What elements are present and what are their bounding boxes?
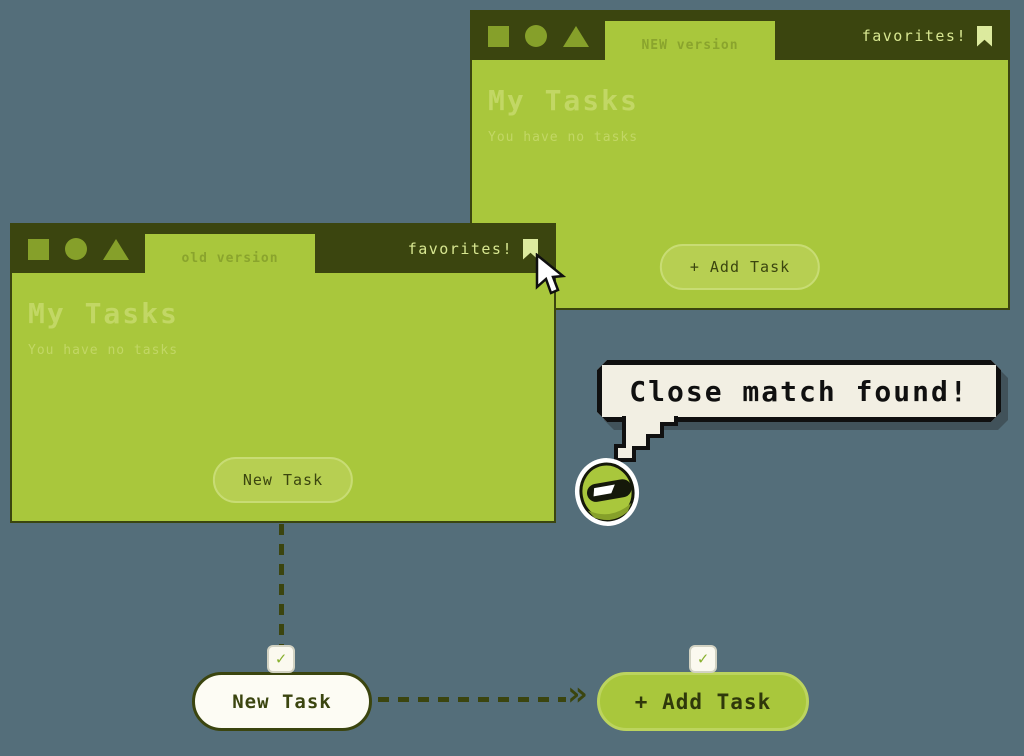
cursor-icon [535, 253, 567, 295]
favorites-label: favorites! [407, 240, 513, 258]
circle-icon[interactable] [65, 238, 87, 260]
titlebar-new: NEW version favorites! [472, 12, 1008, 69]
check-badge-old: ✓ [267, 645, 295, 673]
square-icon[interactable] [488, 25, 509, 47]
tab-old-version[interactable]: old version [145, 234, 315, 282]
triangle-icon[interactable] [563, 25, 589, 47]
speech-bubble-text: Close match found! [629, 374, 969, 408]
speech-bubble-tail-icon [614, 416, 678, 462]
favorites-button-new[interactable]: favorites! [862, 12, 992, 60]
triangle-icon[interactable] [103, 238, 129, 260]
helmet-icon [574, 458, 640, 526]
flow-add-task-button[interactable]: + Add Task [597, 672, 809, 731]
tab-new-version-label: NEW version [641, 37, 739, 53]
window-body-old: My Tasks You have no tasks New Task [12, 297, 554, 547]
square-icon[interactable] [28, 238, 49, 260]
check-badge-new: ✓ [689, 645, 717, 673]
flow-add-task-label: + Add Task [634, 689, 772, 714]
chevron-right-icon: » [567, 677, 587, 711]
window-control-icons [488, 25, 589, 47]
new-task-button[interactable]: New Task [212, 457, 354, 503]
flow-new-task-label: New Task [232, 690, 332, 713]
check-icon: ✓ [697, 649, 709, 669]
add-task-button[interactable]: + Add Task [659, 244, 821, 290]
circle-icon[interactable] [525, 25, 547, 47]
speech-bubble: Close match found! [597, 360, 1001, 422]
bookmark-icon [977, 25, 992, 47]
page-title: My Tasks [488, 84, 639, 117]
connector-horizontal-dashed [378, 697, 566, 702]
check-icon: ✓ [275, 649, 287, 669]
chevron-glyph: » [567, 674, 588, 714]
page-title: My Tasks [28, 297, 179, 330]
favorites-label: favorites! [861, 27, 967, 45]
flow-new-task-button[interactable]: New Task [192, 672, 372, 731]
window-body-new: My Tasks You have no tasks + Add Task [472, 84, 1008, 334]
titlebar-old: old version favorites! [12, 225, 554, 282]
empty-state-text: You have no tasks [28, 343, 179, 358]
empty-state-text: You have no tasks [488, 130, 639, 145]
favorites-button-old[interactable]: favorites! [408, 225, 538, 273]
connector-vertical-dashed [279, 524, 284, 646]
bookmark-icon [523, 238, 538, 260]
window-new-version: NEW version favorites! My Tasks You have… [470, 10, 1010, 310]
window-old-version: old version favorites! My Tasks You have… [10, 223, 556, 523]
tab-new-version[interactable]: NEW version [605, 21, 775, 69]
tab-old-version-label: old version [181, 250, 279, 266]
window-control-icons [28, 238, 129, 260]
